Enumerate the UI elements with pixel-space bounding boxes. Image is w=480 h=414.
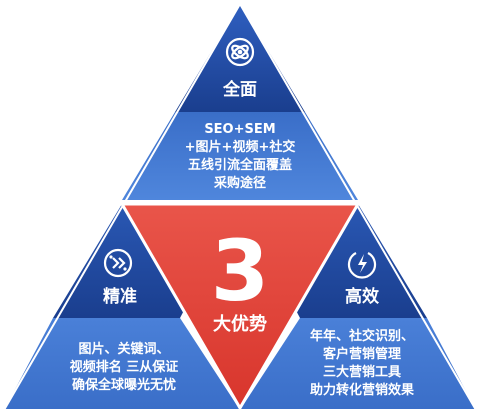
top-line-4: 采购途径 — [213, 175, 266, 191]
right-line-3: 三大营销工具 — [323, 364, 401, 380]
right-line-1: 年年、社交识别、 — [310, 328, 414, 344]
top-section-body — [122, 112, 358, 200]
left-section-title: 精准 — [103, 286, 137, 307]
right-section-title: 高效 — [345, 286, 379, 307]
left-line-2: 视频排名 三从保证 — [70, 359, 179, 375]
right-section-body — [240, 318, 476, 410]
pyramid-outline — [2, 3, 478, 411]
lightning-power-icon — [347, 252, 377, 279]
atom-icon — [225, 37, 255, 67]
left-section-body — [4, 318, 240, 410]
top-line-2: +图片+视频+社交 — [185, 139, 296, 155]
center-label: 大优势 — [213, 313, 267, 335]
top-section-title: 全面 — [222, 79, 257, 100]
right-line-2: 客户营销管理 — [323, 346, 401, 362]
center-number: 3 — [211, 222, 269, 320]
left-line-3: 确保全球曝光无忧 — [72, 377, 176, 393]
top-line-3: 五线引流全面覆盖 — [188, 157, 292, 173]
top-line-1: SEO+SEM — [204, 122, 275, 137]
right-line-4: 助力转化营销效果 — [310, 382, 414, 398]
target-chip-icon — [103, 248, 133, 278]
left-line-1: 图片、关键词、 — [78, 341, 169, 357]
